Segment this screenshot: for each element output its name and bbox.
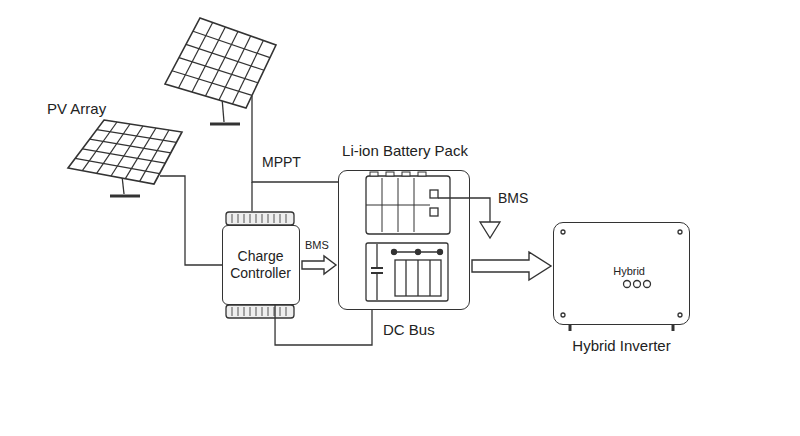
bus-label: DC Bus — [383, 321, 435, 338]
fin — [262, 214, 263, 223]
ground-symbol — [480, 222, 500, 238]
fin — [232, 214, 233, 223]
screw — [561, 230, 565, 234]
device-label: Hybrid — [613, 265, 645, 278]
fin — [262, 307, 263, 316]
capacitor-symbol — [371, 267, 383, 269]
capacitor-lead — [376, 273, 377, 300]
inverter-foot — [672, 325, 675, 331]
node-dot — [416, 250, 421, 255]
panel-grid — [193, 31, 270, 57]
indicator-led — [644, 281, 651, 288]
solar-panel — [68, 120, 182, 184]
bms-label: BMS — [498, 190, 528, 206]
inverter-foot — [569, 325, 572, 331]
mppt-wire — [252, 96, 338, 182]
device-heading: Li-ion Battery Pack — [342, 142, 468, 159]
screw — [561, 313, 565, 317]
cell-divider — [405, 260, 406, 296]
fin — [268, 214, 269, 223]
power-connector — [302, 256, 336, 274]
fin — [238, 214, 239, 223]
fin — [280, 214, 281, 223]
panel-grid — [111, 126, 143, 176]
fin — [280, 307, 281, 316]
fin — [238, 307, 239, 316]
heat-sink — [226, 305, 294, 318]
cell-terminal — [418, 172, 426, 176]
panel-grid — [75, 158, 159, 173]
panel-grid — [186, 44, 264, 70]
fin — [244, 307, 245, 316]
fin — [250, 307, 251, 316]
indicator-led — [634, 281, 641, 288]
cell-divider — [429, 260, 430, 296]
fin — [256, 307, 257, 316]
heat-sink — [226, 212, 294, 225]
device-outline: Hybrid — [553, 222, 690, 325]
node-dot — [438, 250, 443, 255]
fin — [286, 307, 287, 316]
device-outline: Charge Controller — [222, 225, 300, 305]
indicator-led — [624, 281, 631, 288]
power-connector — [472, 252, 551, 280]
screw — [678, 313, 682, 317]
bms-board — [366, 243, 448, 301]
cell-divider — [417, 260, 418, 296]
bms-wire — [438, 198, 490, 222]
panel-grid — [125, 128, 156, 179]
mode-label: MPPT — [262, 154, 301, 170]
fin — [286, 214, 287, 223]
screw — [678, 230, 682, 234]
fin — [268, 307, 269, 316]
cell-module — [395, 260, 441, 296]
cell-terminal — [386, 172, 394, 176]
fin — [274, 214, 275, 223]
node-dot — [392, 250, 397, 255]
terminal — [430, 208, 438, 216]
cell-block — [366, 176, 450, 234]
panel-grid — [97, 124, 130, 173]
cell-terminal — [402, 172, 410, 176]
terminal — [430, 190, 438, 198]
cell-divider — [366, 205, 430, 206]
panel-grid — [179, 58, 258, 83]
fin — [244, 214, 245, 223]
fin — [232, 307, 233, 316]
fin — [250, 214, 251, 223]
panel-grid — [97, 130, 177, 143]
fin — [256, 214, 257, 223]
power-connector — [275, 305, 372, 345]
cell-terminal — [370, 172, 378, 176]
panel-foot — [210, 123, 240, 126]
pv-wire — [251, 182, 252, 211]
connector-label: BMS — [304, 239, 330, 252]
solar-panel — [165, 18, 276, 108]
array-label: PV Array — [47, 100, 106, 117]
panel-grid — [90, 139, 171, 153]
pv-wire — [160, 176, 222, 265]
fin — [274, 307, 275, 316]
panel-grid — [172, 71, 252, 96]
panel-foot — [110, 195, 140, 198]
device-label: Charge Controller — [226, 248, 296, 280]
device-heading: Hybrid Inverter — [572, 337, 670, 354]
panel-grid — [82, 149, 165, 163]
device-outline — [338, 170, 470, 310]
capacitor-lead — [376, 244, 377, 268]
